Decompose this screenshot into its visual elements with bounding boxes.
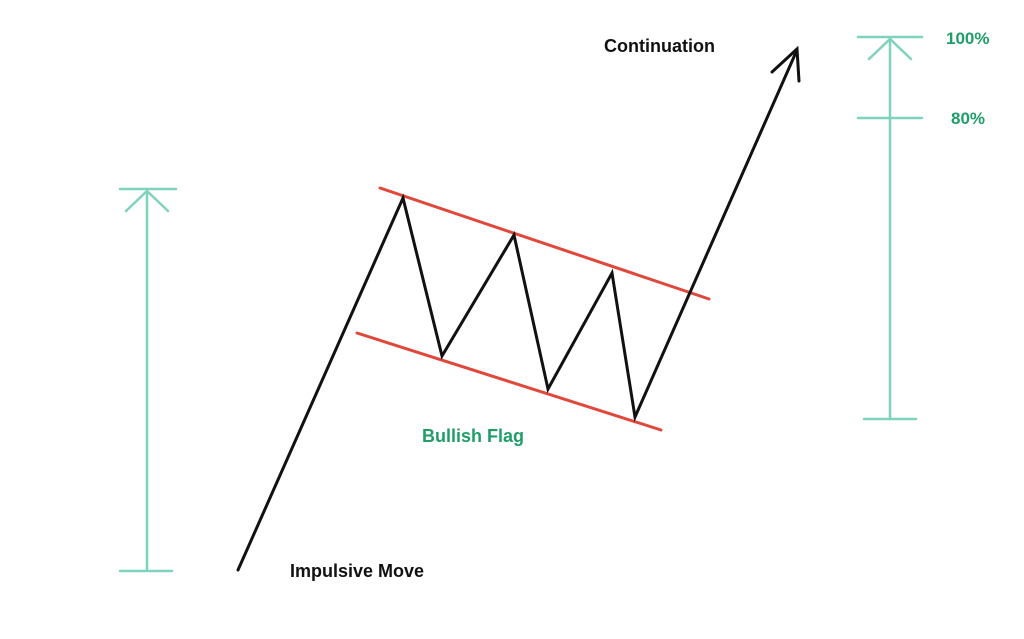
continuation-label: Continuation [604,36,715,56]
target-80-label: 80% [951,109,985,128]
price-path-line [236,48,799,572]
impulsive-move-label: Impulsive Move [290,561,424,581]
flagpole-measure [118,187,178,573]
flag-channel-upper [378,186,711,301]
target-measure [856,35,924,421]
bullish-flag-label: Bullish Flag [422,426,524,446]
price-path [236,45,801,572]
flag-channel [355,186,711,432]
continuation-arrowhead-icon [770,45,801,83]
flag-channel-lower [355,331,663,432]
target-measure-arrowhead-icon [867,37,913,61]
target-100-label: 100% [946,29,989,48]
flagpole-measure-arrowhead-icon [124,189,170,213]
